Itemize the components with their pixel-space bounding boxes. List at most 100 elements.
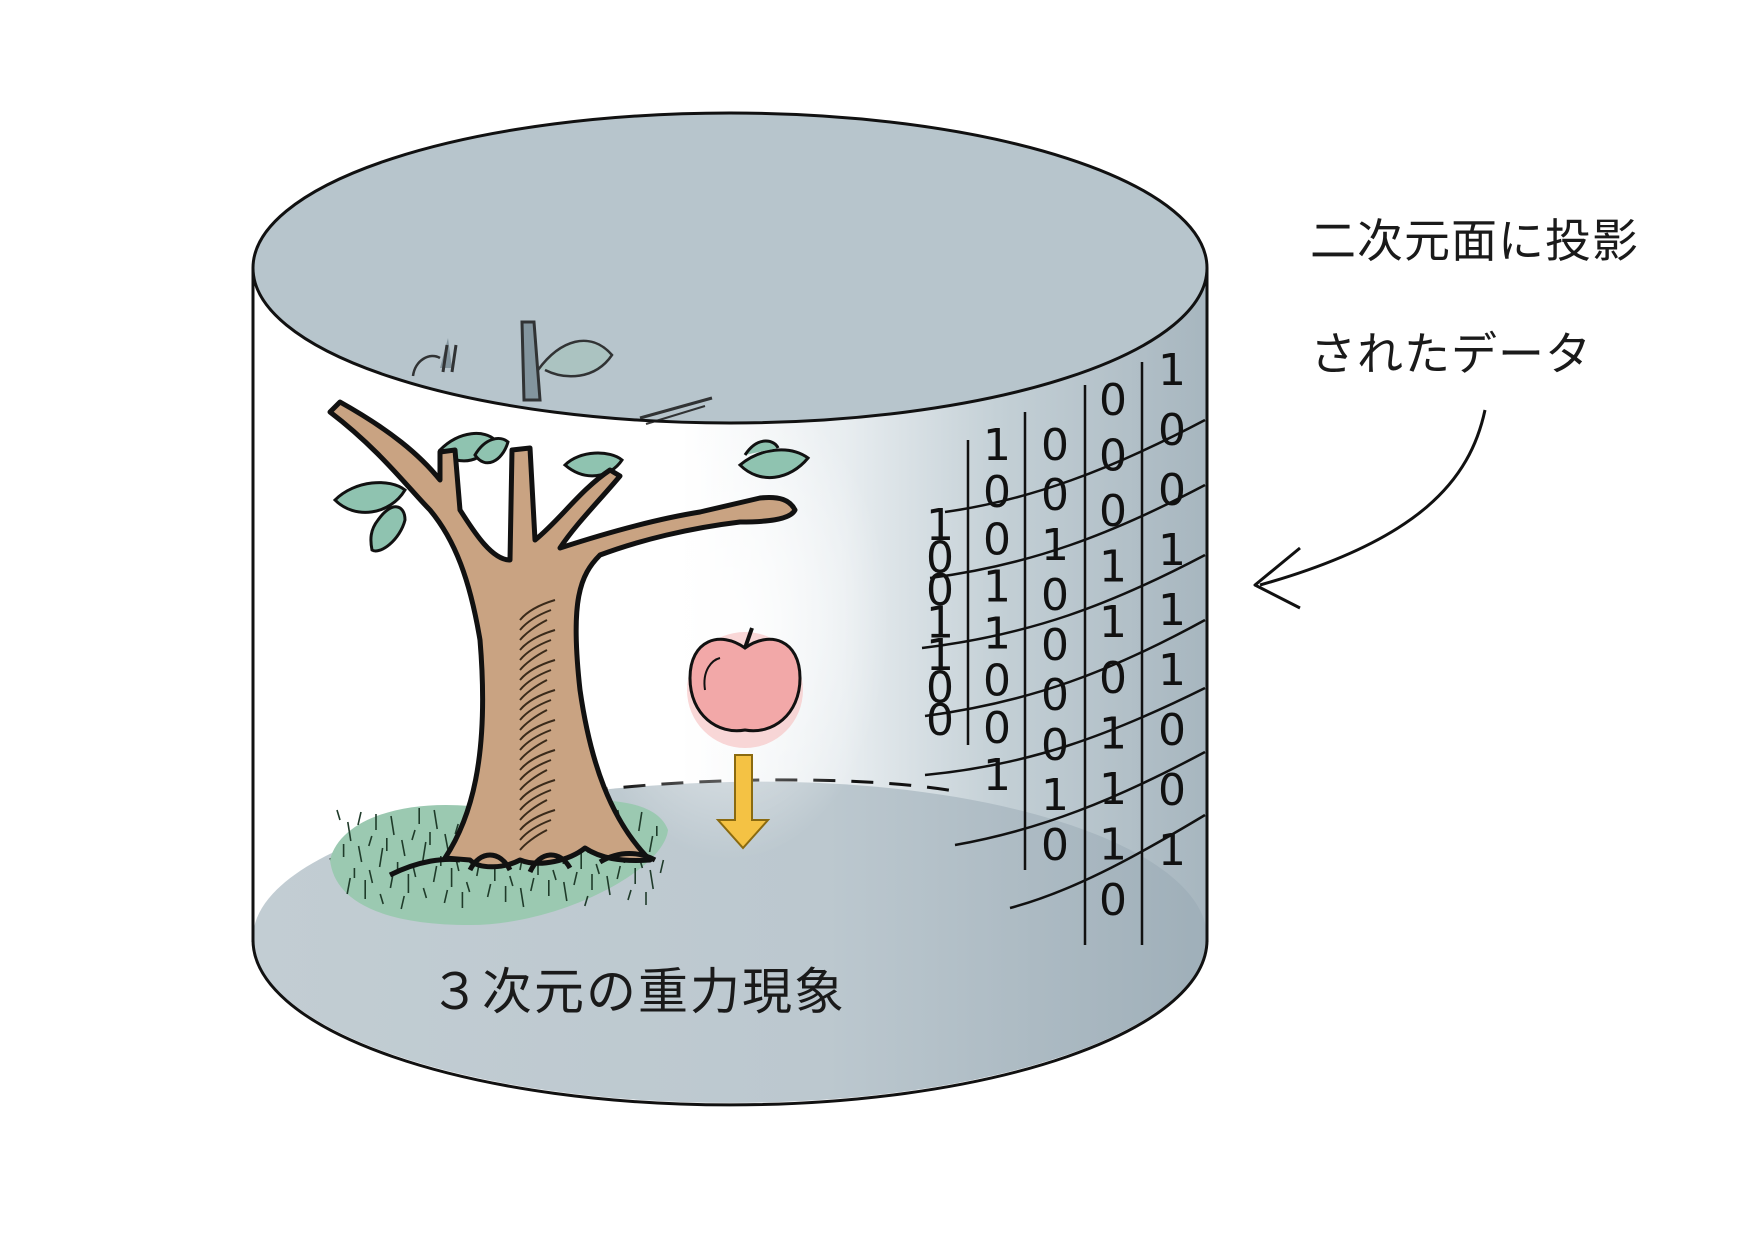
grass-blade	[411, 829, 416, 841]
apple-glow	[570, 380, 890, 860]
binary-digit: 0	[1041, 620, 1069, 671]
curved-arrow-icon	[1253, 409, 1487, 610]
binary-digit: 1	[983, 561, 1011, 612]
grass-blade	[595, 863, 600, 875]
binary-digit: 0	[1041, 720, 1069, 771]
binary-digit: 0	[983, 703, 1011, 754]
bark-line	[519, 629, 556, 651]
binary-digit: 1	[1158, 345, 1186, 396]
bark-line	[519, 809, 556, 831]
grass-blade	[444, 833, 449, 851]
binary-digit: 1	[1158, 585, 1186, 636]
binary-digit: 1	[1099, 597, 1127, 648]
bark-line	[519, 709, 548, 731]
binary-data-grid: 1001100100110010010000100001101110100111…	[921, 345, 1206, 945]
grid-hline	[944, 418, 1206, 514]
grass-blade	[509, 875, 514, 887]
grass-blade	[486, 883, 492, 898]
grass-blade	[616, 865, 621, 880]
binary-digit: 1	[1099, 764, 1127, 815]
binary-digit: 0	[926, 663, 954, 714]
grass-blade	[627, 889, 632, 901]
bark-line	[519, 749, 556, 771]
grass-blade	[659, 859, 665, 874]
grass-blade	[563, 881, 568, 902]
annotation-line-1: 二次元面に投影	[1310, 214, 1639, 268]
bark-line	[519, 689, 556, 711]
grass-blade	[400, 895, 405, 910]
tree-icon	[327, 399, 811, 878]
binary-digit: 0	[1158, 405, 1186, 456]
tree-leaves	[332, 431, 811, 553]
bark-line	[519, 669, 552, 691]
cylinder-bottom-edge	[251, 939, 1209, 1107]
binary-digit: 0	[926, 565, 954, 616]
grass-blade	[401, 839, 406, 857]
bark-line	[519, 819, 552, 841]
bark-line	[519, 739, 548, 761]
binary-digit: 0	[1099, 486, 1127, 537]
bark-line	[519, 619, 548, 641]
bark-line	[519, 729, 552, 751]
grass-blade	[368, 835, 373, 847]
grass-blade	[454, 823, 459, 835]
grass-blade	[433, 809, 438, 830]
bark-line	[519, 759, 552, 781]
grass-blade	[422, 841, 427, 862]
bark-line	[519, 649, 548, 671]
annotation-line-2: されたデータ	[1310, 327, 1592, 381]
grid-hline	[929, 483, 1206, 580]
grass-blade	[552, 869, 557, 881]
binary-digit: 1	[1041, 770, 1069, 821]
grass-blade	[530, 877, 535, 892]
bark-line	[519, 769, 548, 791]
grass-blade	[379, 893, 384, 905]
tree-reflection	[411, 320, 713, 425]
binary-digit: 0	[1099, 653, 1127, 704]
bark-line	[519, 609, 552, 631]
binary-digit: 1	[1099, 819, 1127, 870]
binary-digit: 1	[926, 630, 954, 681]
binary-digit: 0	[983, 514, 1011, 565]
tree-branches	[327, 399, 798, 870]
binary-digit: 0	[1041, 820, 1069, 871]
binary-digit: 1	[983, 420, 1011, 471]
binary-digit: 1	[926, 500, 954, 551]
grass-blade	[584, 895, 589, 907]
grass-blade	[638, 811, 643, 832]
binary-digit: 1	[1158, 825, 1186, 876]
grass-blade	[465, 881, 471, 893]
grass-blade	[357, 811, 362, 826]
binary-digit: 0	[1041, 570, 1069, 621]
grass-blade	[443, 889, 449, 904]
grass-blade	[357, 845, 363, 863]
grass-blade	[432, 865, 438, 883]
bark-line	[519, 779, 556, 801]
down-arrow-icon	[715, 754, 771, 850]
grid-hline	[921, 553, 1206, 650]
binary-digit: 0	[1041, 420, 1069, 471]
grass-blade	[573, 871, 578, 886]
binary-digit: 1	[1099, 708, 1127, 759]
binary-digit: 0	[926, 533, 954, 584]
binary-digit: 0	[1041, 470, 1069, 521]
grass-blade	[368, 869, 374, 884]
grass-blade	[336, 809, 341, 821]
binary-digit: 0	[1099, 431, 1127, 482]
bark-line	[519, 789, 552, 811]
binary-digit: 0	[1158, 765, 1186, 816]
binary-digit: 0	[983, 467, 1011, 518]
bark-line	[519, 599, 556, 621]
grass-blade	[422, 887, 428, 899]
bark-line	[519, 639, 552, 661]
binary-digit: 1	[983, 750, 1011, 801]
binary-digit: 1	[1158, 525, 1186, 576]
bark-line	[519, 699, 552, 721]
grass-blade	[347, 821, 352, 842]
binary-digit: 0	[1099, 375, 1127, 426]
grass-blade	[606, 875, 611, 896]
grass-blade	[648, 835, 654, 853]
binary-digit: 0	[926, 695, 954, 746]
grass-blade	[649, 869, 654, 890]
